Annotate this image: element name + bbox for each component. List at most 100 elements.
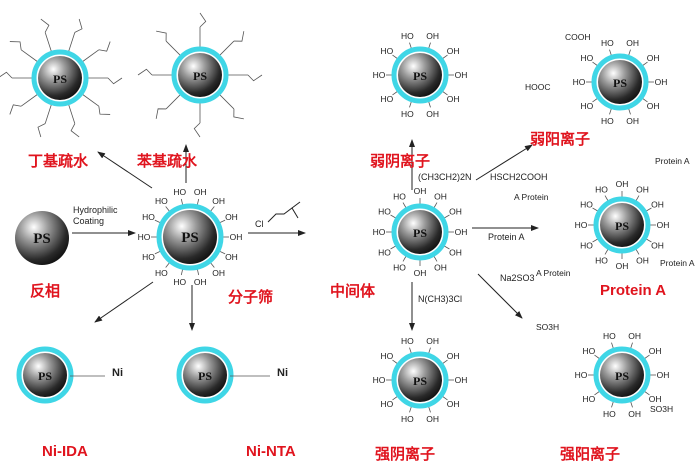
hydroxyl-group: HO bbox=[401, 31, 414, 41]
hydroxyl-group: HO bbox=[155, 268, 168, 278]
ps-bead bbox=[398, 210, 442, 254]
label-butyl: 丁基疏水 bbox=[28, 152, 89, 170]
hydroxyl-group: OH bbox=[636, 256, 649, 266]
hydroxyl-group: OH bbox=[426, 336, 439, 346]
nickel-center: Ni bbox=[277, 367, 288, 379]
sphere-phenyl: PS bbox=[137, 12, 263, 138]
hydroxyl-group: HO bbox=[173, 277, 186, 287]
hydroxyl-group: OH bbox=[651, 200, 664, 210]
hydroxyl-group: OH bbox=[225, 252, 238, 262]
hydroxyl-group: HO bbox=[575, 220, 588, 230]
functional-group-so3h: SO3H bbox=[650, 404, 673, 414]
ps-label: PS bbox=[413, 226, 427, 240]
hydroxyl-group: HO bbox=[601, 38, 614, 48]
hydroxyl-group: OH bbox=[626, 38, 639, 48]
hydroxyl-group: OH bbox=[426, 109, 439, 119]
hydrophilic-coating-ring bbox=[391, 351, 449, 409]
hydroxyl-group: HO bbox=[155, 196, 168, 206]
arrow-to-strong-cation bbox=[477, 273, 523, 319]
sphere-butyl: PS bbox=[0, 18, 123, 138]
label-ni-nta: Ni-NTA bbox=[246, 443, 296, 460]
ps-label: PS bbox=[198, 369, 212, 383]
functional-group-so3h: SO3H bbox=[536, 322, 559, 332]
hydroxyl-group: OH bbox=[455, 375, 468, 385]
hydroxyl-group: HO bbox=[373, 227, 386, 237]
ps-bead bbox=[15, 211, 69, 265]
hydroxyl-group: OH bbox=[447, 399, 460, 409]
reagent-sodium-sulfite: Na2SO3 bbox=[500, 273, 535, 283]
reagent-coating: Coating bbox=[73, 216, 105, 226]
ps-bead bbox=[398, 53, 442, 97]
label-ni-ida: Ni-IDA bbox=[42, 443, 88, 460]
hydroxyl-group: OH bbox=[447, 351, 460, 361]
reagent-thioglycolic-acid: HSCH2COOH bbox=[490, 172, 548, 182]
reagent-diethylamine: (CH3CH2)2N bbox=[418, 172, 472, 182]
hydrophilic-coating-ring bbox=[171, 46, 229, 104]
hydroxyl-group: OH bbox=[657, 370, 670, 380]
hydroxyl-group: OH bbox=[230, 232, 243, 242]
label-strong-cation: 强阳离子 bbox=[560, 445, 621, 463]
hydroxyl-group: HO bbox=[393, 191, 406, 201]
hydroxyl-group: OH bbox=[434, 263, 447, 273]
hydroxyl-group: OH bbox=[455, 227, 468, 237]
ps-label: PS bbox=[181, 230, 199, 246]
hydrophilic-coating-ring bbox=[593, 346, 651, 404]
sphere-ni-ida: PS bbox=[16, 346, 74, 404]
hydroxyl-group: OH bbox=[616, 261, 629, 271]
nickel-center: Ni bbox=[112, 367, 123, 379]
ps-label: PS bbox=[615, 369, 629, 383]
hydroxyl-group: HO bbox=[580, 101, 593, 111]
hydroxyl-group: HO bbox=[138, 232, 151, 242]
ps-bead bbox=[163, 210, 217, 264]
hydroxyl-group: HO bbox=[380, 46, 393, 56]
hydroxyl-group: OH bbox=[647, 53, 660, 63]
hydrophilic-coating-ring bbox=[391, 46, 449, 104]
functional-group-protein_a: Protein A bbox=[655, 156, 690, 166]
arrow-to-ni-ida bbox=[94, 281, 154, 323]
label-weak-anion: 弱阴离子 bbox=[370, 152, 431, 170]
hydroxyl-group: HO bbox=[603, 331, 616, 341]
ps-label: PS bbox=[413, 69, 427, 83]
hydroxyl-group: OH bbox=[649, 346, 662, 356]
hydroxyl-group: OH bbox=[449, 248, 462, 258]
hydroxyl-group: OH bbox=[447, 46, 460, 56]
hydroxyl-group: OH bbox=[628, 409, 641, 419]
ps-bead bbox=[600, 353, 644, 397]
hydroxyl-group: HO bbox=[380, 94, 393, 104]
hydroxyl-group: OH bbox=[426, 414, 439, 424]
label-molecular-sieve: 分子筛 bbox=[228, 288, 274, 306]
reagent-protein-a: Protein A bbox=[488, 232, 525, 242]
hydroxyl-group: HO bbox=[603, 409, 616, 419]
hydroxyl-group: HO bbox=[580, 200, 593, 210]
label-protein-a: Protein A bbox=[600, 282, 667, 299]
reagent-cl: Cl bbox=[255, 219, 264, 229]
hydroxyl-group: HO bbox=[573, 77, 586, 87]
hydroxyl-group: OH bbox=[636, 184, 649, 194]
hydroxyl-group: HO bbox=[401, 109, 414, 119]
hydroxyl-group: HO bbox=[401, 336, 414, 346]
hydroxyl-group: HO bbox=[373, 70, 386, 80]
hydrophilic-coating-ring bbox=[16, 346, 74, 404]
arrow-to-butyl bbox=[97, 151, 153, 189]
hydroxyl-group: OH bbox=[626, 116, 639, 126]
label-weak-cation: 弱阳离子 bbox=[530, 130, 591, 148]
functional-group-protein_a: Protein A bbox=[660, 258, 695, 268]
label-intermediate: 中间体 bbox=[330, 282, 376, 300]
hydroxyl-group: OH bbox=[414, 268, 427, 278]
hydroxyl-group: OH bbox=[655, 77, 668, 87]
label-strong-anion: 强阴离子 bbox=[375, 445, 436, 463]
ps-label: PS bbox=[33, 231, 51, 247]
hydroxyl-group: OH bbox=[434, 191, 447, 201]
hydroxyl-group: HO bbox=[575, 370, 588, 380]
hydroxyl-group: OH bbox=[647, 101, 660, 111]
hydroxyl-group: HO bbox=[582, 394, 595, 404]
ps-bead bbox=[598, 60, 642, 104]
hydroxyl-group: OH bbox=[194, 187, 207, 197]
hydroxyl-group: HO bbox=[380, 351, 393, 361]
